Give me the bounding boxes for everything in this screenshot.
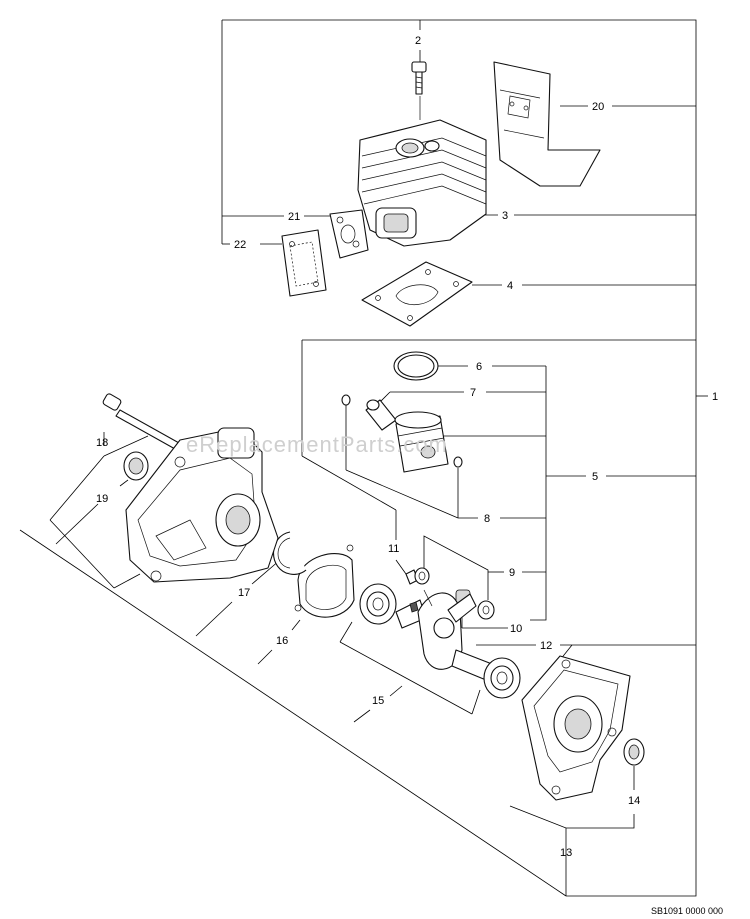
part-21-gasket [329, 209, 369, 259]
callout-8: 8 [484, 513, 490, 525]
callout-5: 5 [592, 471, 598, 483]
callout-17: 17 [238, 587, 250, 599]
part-19-oil-seal [123, 451, 149, 481]
part-6-piston-ring [393, 351, 439, 381]
callout-2: 2 [415, 35, 421, 47]
part-3-cylinder [357, 96, 487, 247]
callout-7: 7 [470, 387, 476, 399]
callout-13: 13 [560, 847, 572, 859]
callout-9: 9 [509, 567, 515, 579]
part-crankcase-left [125, 427, 279, 583]
callout-14: 14 [628, 795, 640, 807]
callout-4: 4 [507, 280, 513, 292]
part-10-washer [477, 600, 495, 620]
callout-20: 20 [592, 101, 604, 113]
callout-1: 1 [712, 391, 718, 403]
part-crankcase-right [521, 655, 631, 801]
callout-18: 18 [96, 437, 108, 449]
part-14-oil-seal [623, 738, 645, 766]
callout-10: 10 [510, 623, 522, 635]
callout-11: 11 [388, 543, 399, 555]
part-piston [394, 411, 449, 473]
part-7-piston-pin [341, 394, 463, 468]
watermark-text: eReplacementParts.com [186, 432, 448, 457]
callout-16: 16 [276, 635, 288, 647]
callout-labels: 2 20 3 21 22 4 6 7 1 5 8 11 9 10 12 18 1… [96, 35, 718, 859]
part-4-base-gasket [361, 261, 473, 327]
part-12-bearing [483, 657, 521, 699]
part-2-bolt [411, 61, 427, 95]
part-bearing-left [359, 583, 397, 625]
part-18-bolt [102, 393, 189, 455]
callout-3: 3 [502, 210, 508, 222]
callout-19: 19 [96, 493, 108, 505]
part-crankshaft [395, 589, 493, 681]
callout-6: 6 [476, 361, 482, 373]
callout-21: 21 [288, 211, 300, 223]
part-20-heat-shield [493, 61, 601, 187]
callout-22: 22 [234, 239, 246, 251]
part-16-crankcase-gasket [294, 544, 355, 618]
leader-lines [19, 19, 708, 897]
callout-12: 12 [540, 640, 552, 652]
diagram-code: SB1091 0000 000 [651, 906, 723, 916]
part-22-gasket [281, 229, 327, 297]
callout-15: 15 [372, 695, 384, 707]
